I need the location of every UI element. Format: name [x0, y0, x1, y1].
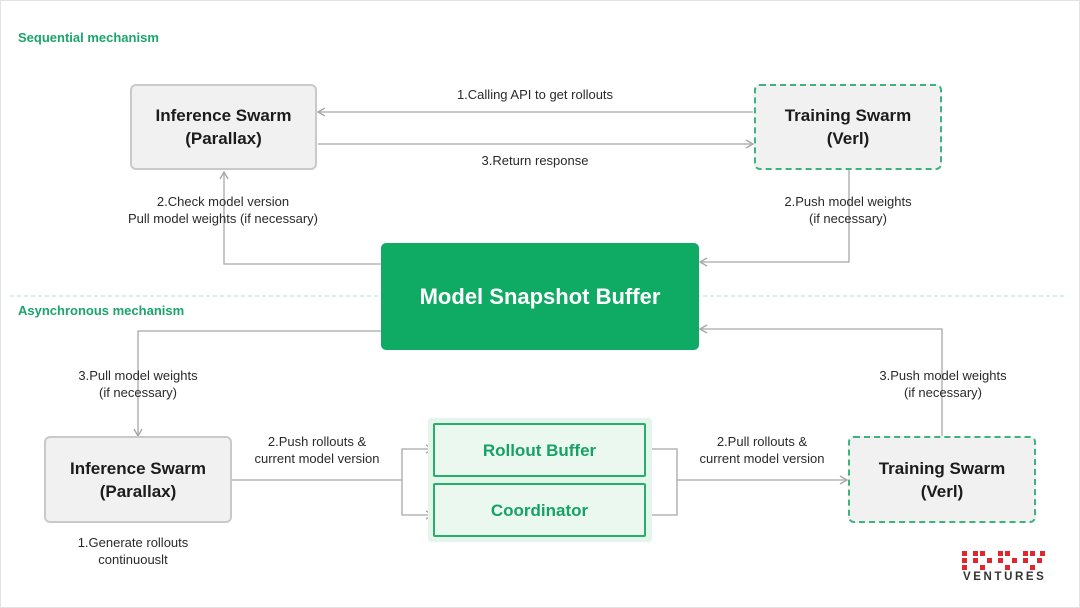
- section-title-sequential: Sequential mechanism: [18, 30, 159, 45]
- edge-label-check-version: 2.Check model version Pull model weights…: [127, 194, 319, 226]
- inference-swarm-box-async: Inference Swarm (Parallax): [44, 436, 232, 523]
- edge-label-pull-weights-async: 3.Pull model weights (if necessary): [78, 368, 198, 400]
- edge-label-push-weights-async: 3.Push model weights (if necessary): [879, 368, 1007, 400]
- edge-label-pull-rollouts: 2.Pull rollouts & current model version: [699, 434, 825, 466]
- logo-subtitle: VENTURES: [963, 571, 1047, 583]
- arrow-push-weights-seq: [698, 170, 850, 267]
- model-snapshot-buffer-label: Model Snapshot Buffer: [419, 284, 661, 309]
- inference-swarm-box-sequential: Inference Swarm (Parallax): [130, 84, 317, 170]
- training-swarm-box-async: Training Swarm (Verl): [848, 436, 1036, 523]
- training-swarm-box-sequential: Training Swarm (Verl): [754, 84, 942, 170]
- arrow-pull-rollouts-top: [646, 448, 678, 480]
- inference-swarm-label: Inference Swarm (Parallax): [69, 458, 207, 501]
- edge-label-push-rollouts: 2.Push rollouts & current model version: [254, 434, 380, 466]
- rollout-buffer-label: Rollout Buffer: [482, 440, 597, 460]
- edge-label-call-api: 1.Calling API to get rollouts: [456, 87, 614, 102]
- note-generate-rollouts: 1.Generate rollouts continuouslt: [77, 535, 189, 567]
- arrow-push-weights-async: [698, 324, 943, 436]
- training-swarm-label: Training Swarm (Verl): [784, 106, 912, 148]
- arrow-push-rollouts-bottom: [401, 480, 435, 520]
- arrow-check-version: [219, 170, 381, 265]
- coordinator-box: Coordinator: [433, 483, 646, 537]
- edge-label-push-weights-seq: 2.Push model weights (if necessary): [784, 194, 912, 226]
- inference-swarm-label: Inference Swarm (Parallax): [155, 106, 292, 148]
- section-title-asynchronous: Asynchronous mechanism: [18, 303, 185, 318]
- coordinator-label: Coordinator: [490, 500, 589, 520]
- training-swarm-label: Training Swarm (Verl): [878, 458, 1006, 501]
- arrow-push-rollouts-top: [401, 444, 435, 480]
- arrow-pull-rollouts-bottom: [646, 480, 678, 516]
- iosg-logo: [962, 551, 1045, 570]
- rollout-buffer-box: Rollout Buffer: [433, 423, 646, 477]
- edge-label-return-response: 3.Return response: [481, 153, 589, 168]
- arrow-pull-weights-async: [133, 330, 381, 438]
- model-snapshot-buffer: Model Snapshot Buffer: [381, 243, 699, 350]
